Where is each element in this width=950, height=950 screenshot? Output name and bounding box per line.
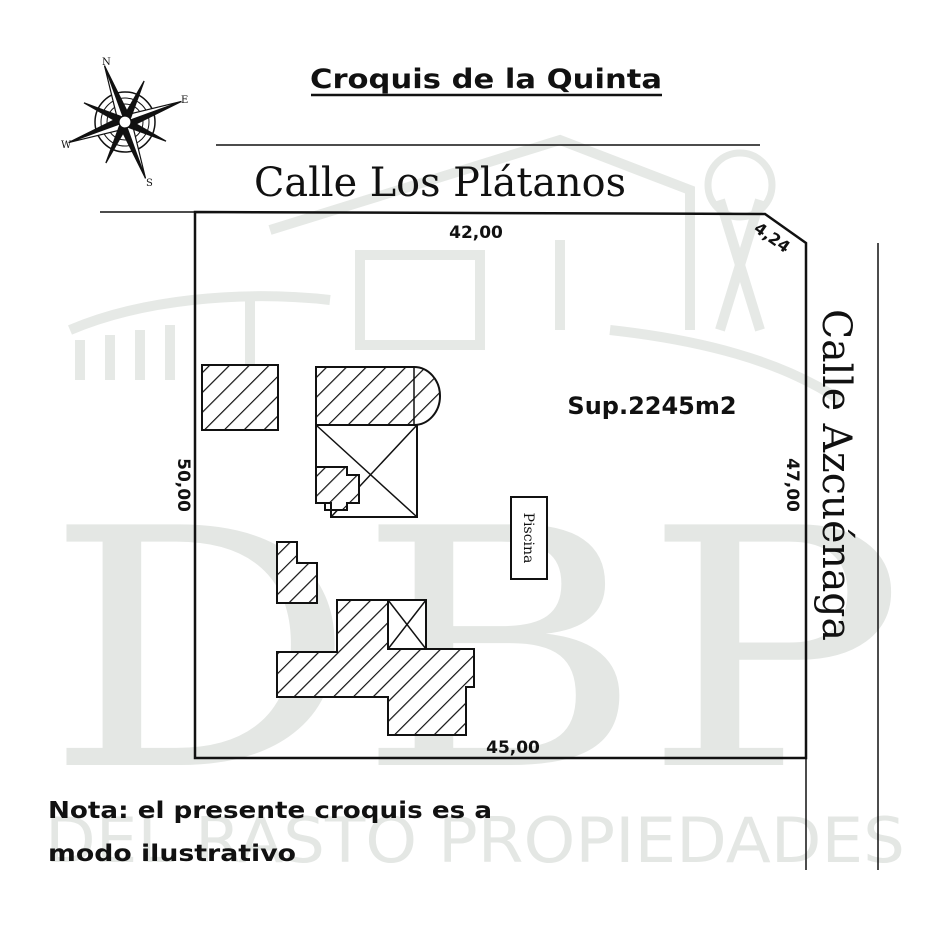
note-line-1: Nota: el presente croquis es a xyxy=(48,798,492,824)
compass-rose-icon: N E S W xyxy=(61,57,188,189)
pool: Piscina xyxy=(510,496,548,580)
compass-s: S xyxy=(146,178,153,189)
note-line-2: modo ilustrativo xyxy=(48,841,296,867)
street-name-north: Calle Los Plátanos xyxy=(254,160,626,206)
building-main-house xyxy=(315,366,441,518)
dimension-bottom: 45,00 xyxy=(486,738,540,758)
page-title: Croquis de la Quinta xyxy=(310,64,662,95)
dimension-right: 47,00 xyxy=(782,458,802,512)
compass-w: W xyxy=(61,140,72,151)
street-name-east: Calle Azcuénaga xyxy=(813,309,859,641)
compass-e: E xyxy=(181,95,188,106)
building-south-house xyxy=(276,599,475,736)
building-small-center xyxy=(276,541,318,604)
lot-boundary xyxy=(193,210,808,760)
area-label: Sup.2245m2 xyxy=(567,392,736,420)
dimension-top: 42,00 xyxy=(449,223,503,243)
compass-n: N xyxy=(102,57,111,68)
dimension-corner: 4,24 xyxy=(751,218,794,256)
watermark-company-name: DEL RASTO PROPIEDADES xyxy=(45,804,905,877)
building-small-west xyxy=(201,364,279,431)
watermark-house-illustration xyxy=(68,134,843,405)
dimension-left: 50,00 xyxy=(173,458,193,512)
pool-label: Piscina xyxy=(520,513,536,564)
